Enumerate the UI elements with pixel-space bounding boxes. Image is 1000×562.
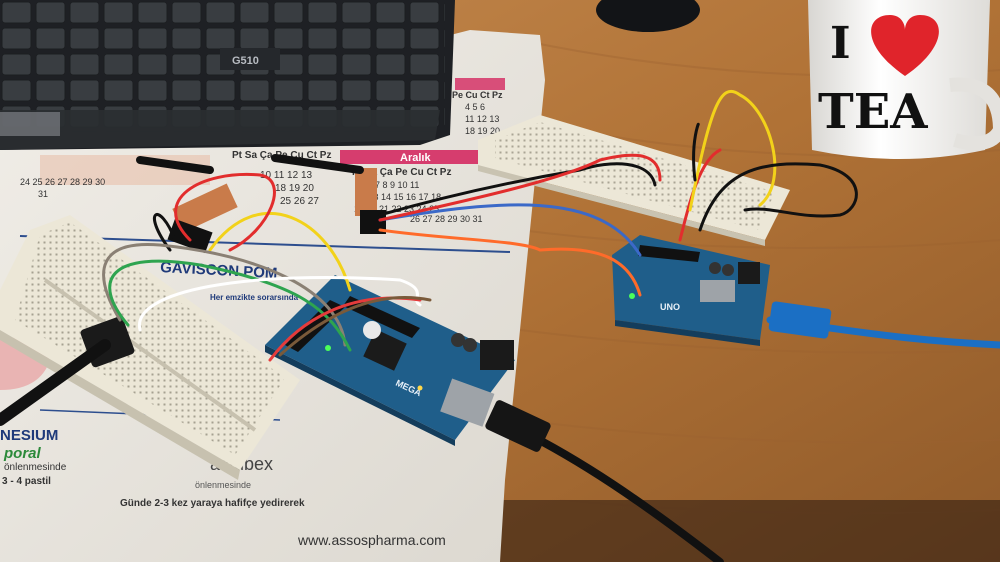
- calendar-row: 18 19 20: [465, 126, 500, 136]
- breadboard-right: [478, 115, 790, 246]
- calendar-month-header: [340, 150, 480, 164]
- calendar-row: 12 13 14 15 16 17 18: [356, 192, 441, 202]
- desk-edge-shadow: [500, 500, 1000, 562]
- calendar-row: Pe Cu Ct Pz: [452, 90, 503, 100]
- calendar: Aralık Pt Sa Ça Pe Cu Ct Pz Pt Sa Ça Pe …: [20, 78, 505, 224]
- jumper-wires: [102, 89, 858, 362]
- arduino-uno: UNO: [612, 235, 770, 346]
- calendar-row: 31: [38, 189, 48, 199]
- calendar-row: 11 12 13: [465, 114, 499, 124]
- calendar-row: 4 5 6: [465, 102, 485, 112]
- calendar-row: 26 27 28 29 30 31: [410, 214, 483, 224]
- heart-icon: [871, 15, 939, 76]
- mousepad-product-left-dose: 3 - 4 pastil: [2, 476, 51, 487]
- mousepad-website: www.assospharma.com: [297, 532, 446, 548]
- breadboard-left: [0, 215, 300, 480]
- mousepad-product-left-note: önlenmesinde: [4, 462, 67, 473]
- mousepad-brand-note: Her emzikte sorarsında: [210, 293, 299, 302]
- calendar-row: 25 26 27: [280, 196, 319, 207]
- mousepad-product-right-note: önlenmesinde: [195, 480, 251, 490]
- mousepad-product-left-sub: poral: [3, 445, 42, 462]
- black-cup: [596, 0, 700, 32]
- keyboard-model-label: G510: [232, 55, 259, 67]
- usb-cables: [485, 301, 1000, 562]
- calendar-row: 10 11 12 13: [260, 170, 313, 181]
- tea-mug: I TEA: [808, 0, 1000, 159]
- calendar-row: 18 19 20: [275, 183, 314, 194]
- calendar-weekday-header-right: Pt Sa Ça Pe Cu Ct Pz: [352, 167, 451, 178]
- calendar-row: 5 6 7 8 9 10 11: [360, 180, 419, 190]
- mug-text-top: I: [830, 18, 851, 69]
- mousepad-instruction: Günde 2-3 kez yaraya hafifçe yedirerek: [120, 498, 305, 509]
- uno-board-label: UNO: [660, 302, 680, 312]
- calendar-row: 24 25 26 27 28 29 30: [20, 177, 105, 187]
- radio-module: [136, 154, 386, 254]
- keyboard: G510: [0, 0, 455, 150]
- mousepad-product-left: NESIUM: [0, 427, 58, 444]
- calendar-month-name: Aralık: [400, 152, 431, 164]
- potentiometer: [0, 316, 135, 426]
- mug-text-bottom: TEA: [818, 84, 928, 140]
